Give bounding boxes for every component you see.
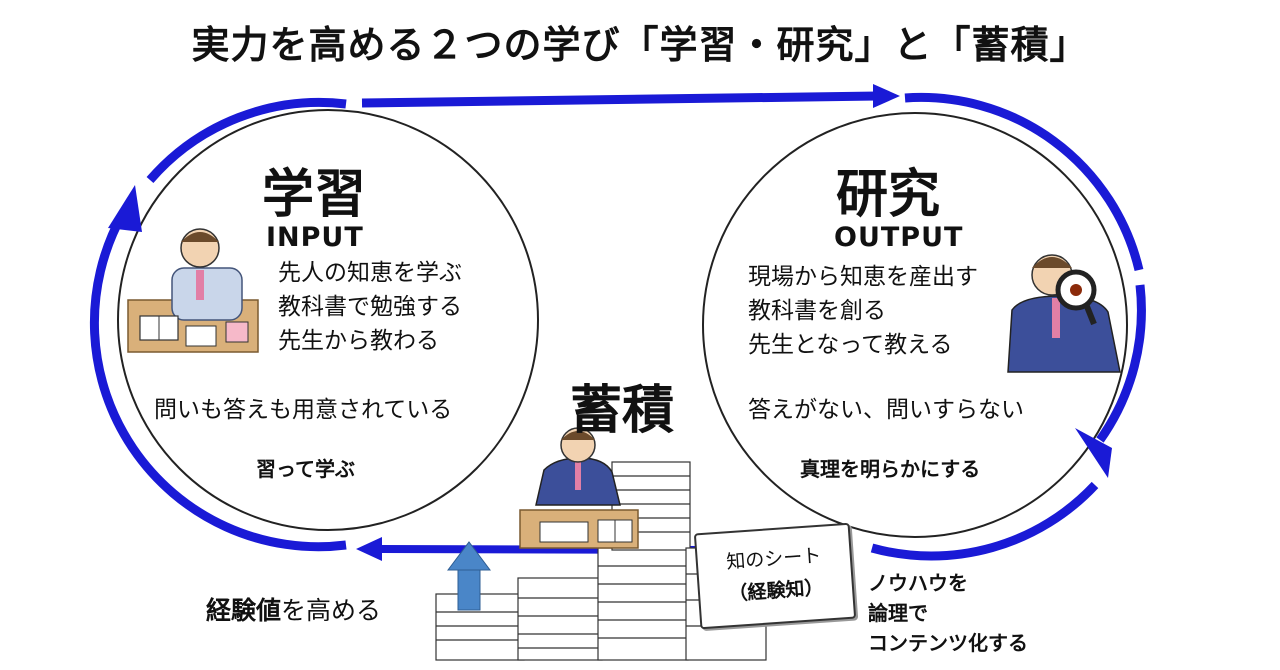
arc-top-right	[904, 92, 1144, 272]
learning-line-3: 先生から教わる	[278, 328, 439, 354]
arc-left	[89, 185, 347, 552]
page-title: 実力を高める２つの学び「学習・研究」と「蓄積」	[191, 23, 1089, 67]
experience-prefix: 経験値	[206, 596, 282, 625]
learning-motto: 習って学ぶ	[256, 457, 355, 481]
knowhow-line-3: コンテンツ化する	[868, 631, 1028, 655]
learning-heading: 学習	[262, 165, 367, 225]
research-line-3: 先生となって教える	[748, 332, 953, 358]
experience-suffix: を高める	[281, 596, 382, 625]
learning-sub: INPUT	[266, 222, 364, 253]
knowhow-text: ノウハウを 論理で コンテンツ化する	[868, 568, 1028, 658]
research-line-1: 現場から知恵を産出す	[748, 264, 978, 290]
research-note: 答えがない、問いすらない	[748, 397, 1024, 423]
learning-circle	[117, 109, 539, 531]
learning-line-2: 教科書で勉強する	[278, 294, 462, 320]
knowhow-line-2: 論理で	[868, 601, 928, 625]
card-line-2: （経験知）	[727, 576, 825, 606]
arc-top-left	[146, 97, 347, 183]
knowledge-sheet-card: 知のシート （経験知）	[693, 522, 857, 630]
knowhow-line-1: ノウハウを	[868, 571, 968, 595]
learning-lines: 先人の知恵を学ぶ 教科書で勉強する 先生から教わる	[278, 256, 462, 358]
learning-note: 問いも答えも用意されている	[154, 397, 453, 423]
learning-line-1: 先人の知恵を学ぶ	[278, 260, 462, 286]
research-circle	[702, 112, 1128, 538]
research-motto: 真理を明らかにする	[800, 457, 981, 481]
research-line-2: 教科書を創る	[748, 298, 886, 324]
desk-man-icon	[519, 427, 639, 549]
paper-stacks-icon	[435, 461, 767, 661]
arc-right	[1075, 284, 1146, 478]
magnifier-man-icon	[1007, 254, 1121, 373]
card-line-1: 知のシート	[725, 544, 822, 574]
research-heading: 研究	[836, 165, 941, 225]
research-lines: 現場から知恵を産出す 教科書を創る 先生となって教える	[748, 260, 978, 362]
thinking-man-icon	[127, 228, 259, 353]
experience-text: 経験値を高める	[206, 591, 381, 627]
up-arrow-icon	[447, 541, 491, 611]
top-arrow	[361, 84, 900, 108]
research-sub: OUTPUT	[834, 222, 964, 253]
accumulation-heading: 蓄積	[570, 381, 675, 441]
arc-bottom-right	[870, 481, 1099, 561]
